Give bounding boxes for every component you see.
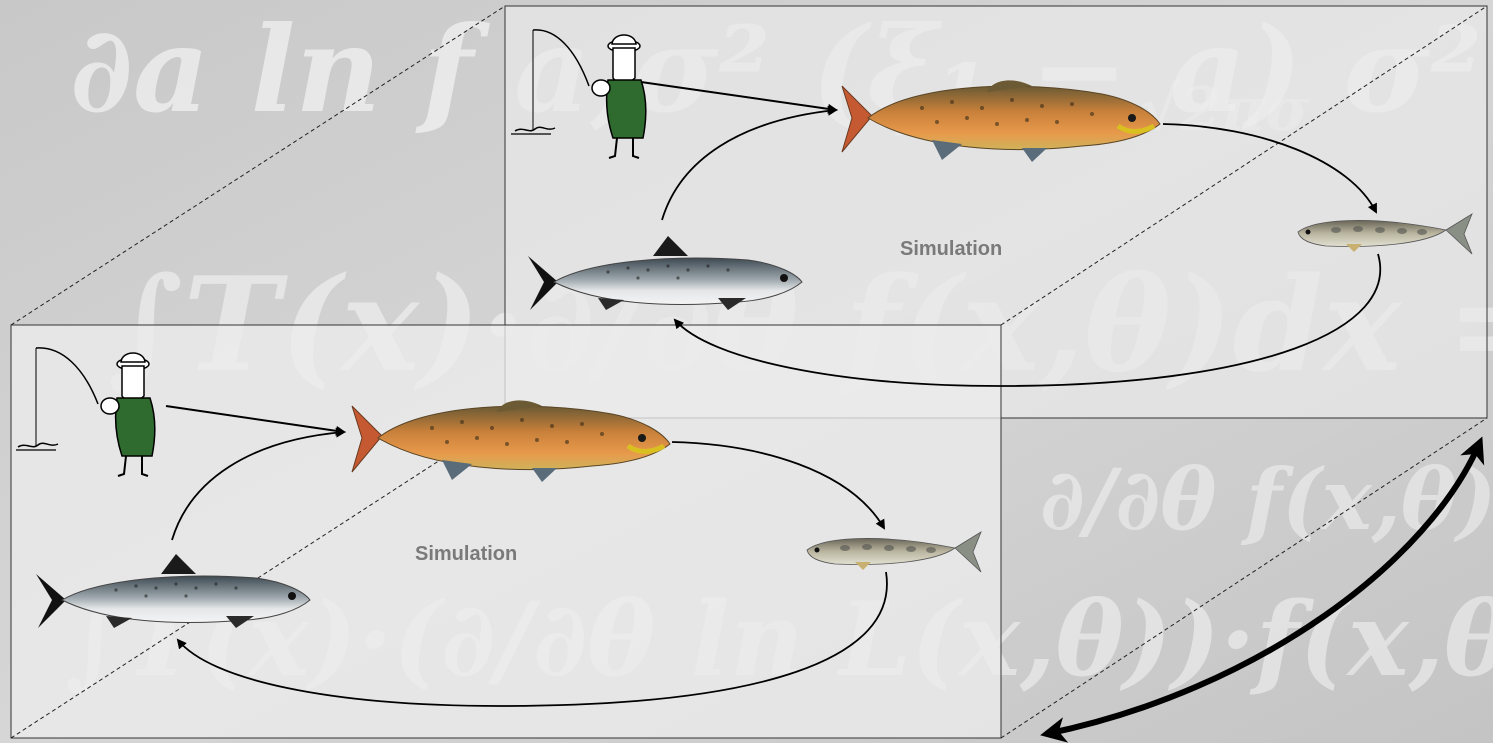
simulation-label-back: Simulation — [900, 238, 1003, 260]
layer-link-double-arrow — [1040, 436, 1485, 743]
adult-trout-icon — [351, 400, 671, 482]
arrow-fisherman-to-spawner — [640, 81, 838, 114]
arrow-parr-to-salmon — [673, 253, 1381, 387]
adult-salmon-icon — [528, 236, 803, 310]
arrow-spawner-to-parr — [671, 441, 886, 530]
perspective-line-top-right — [1000, 5, 1488, 326]
simulation-label-front: Simulation — [415, 543, 518, 565]
adult-trout-icon — [841, 80, 1161, 162]
fisherman-icon — [511, 29, 647, 159]
arrow-salmon-to-spawner — [661, 105, 838, 221]
perspective-line-bottom-right — [1000, 417, 1488, 739]
parr-icon — [806, 531, 982, 573]
perspective-line-top-left — [10, 5, 506, 326]
adult-salmon-icon — [36, 554, 311, 628]
back-layer — [511, 29, 1473, 387]
arrow-parr-to-salmon — [176, 571, 888, 707]
front-layer-panel — [10, 324, 1002, 739]
arrow-salmon-to-spawner — [171, 427, 346, 541]
fisherman-icon — [16, 347, 156, 477]
parr-icon — [1297, 213, 1473, 255]
arrow-fisherman-to-spawner — [165, 405, 346, 436]
front-layer — [16, 347, 982, 707]
arrow-spawner-to-parr — [1162, 123, 1377, 214]
